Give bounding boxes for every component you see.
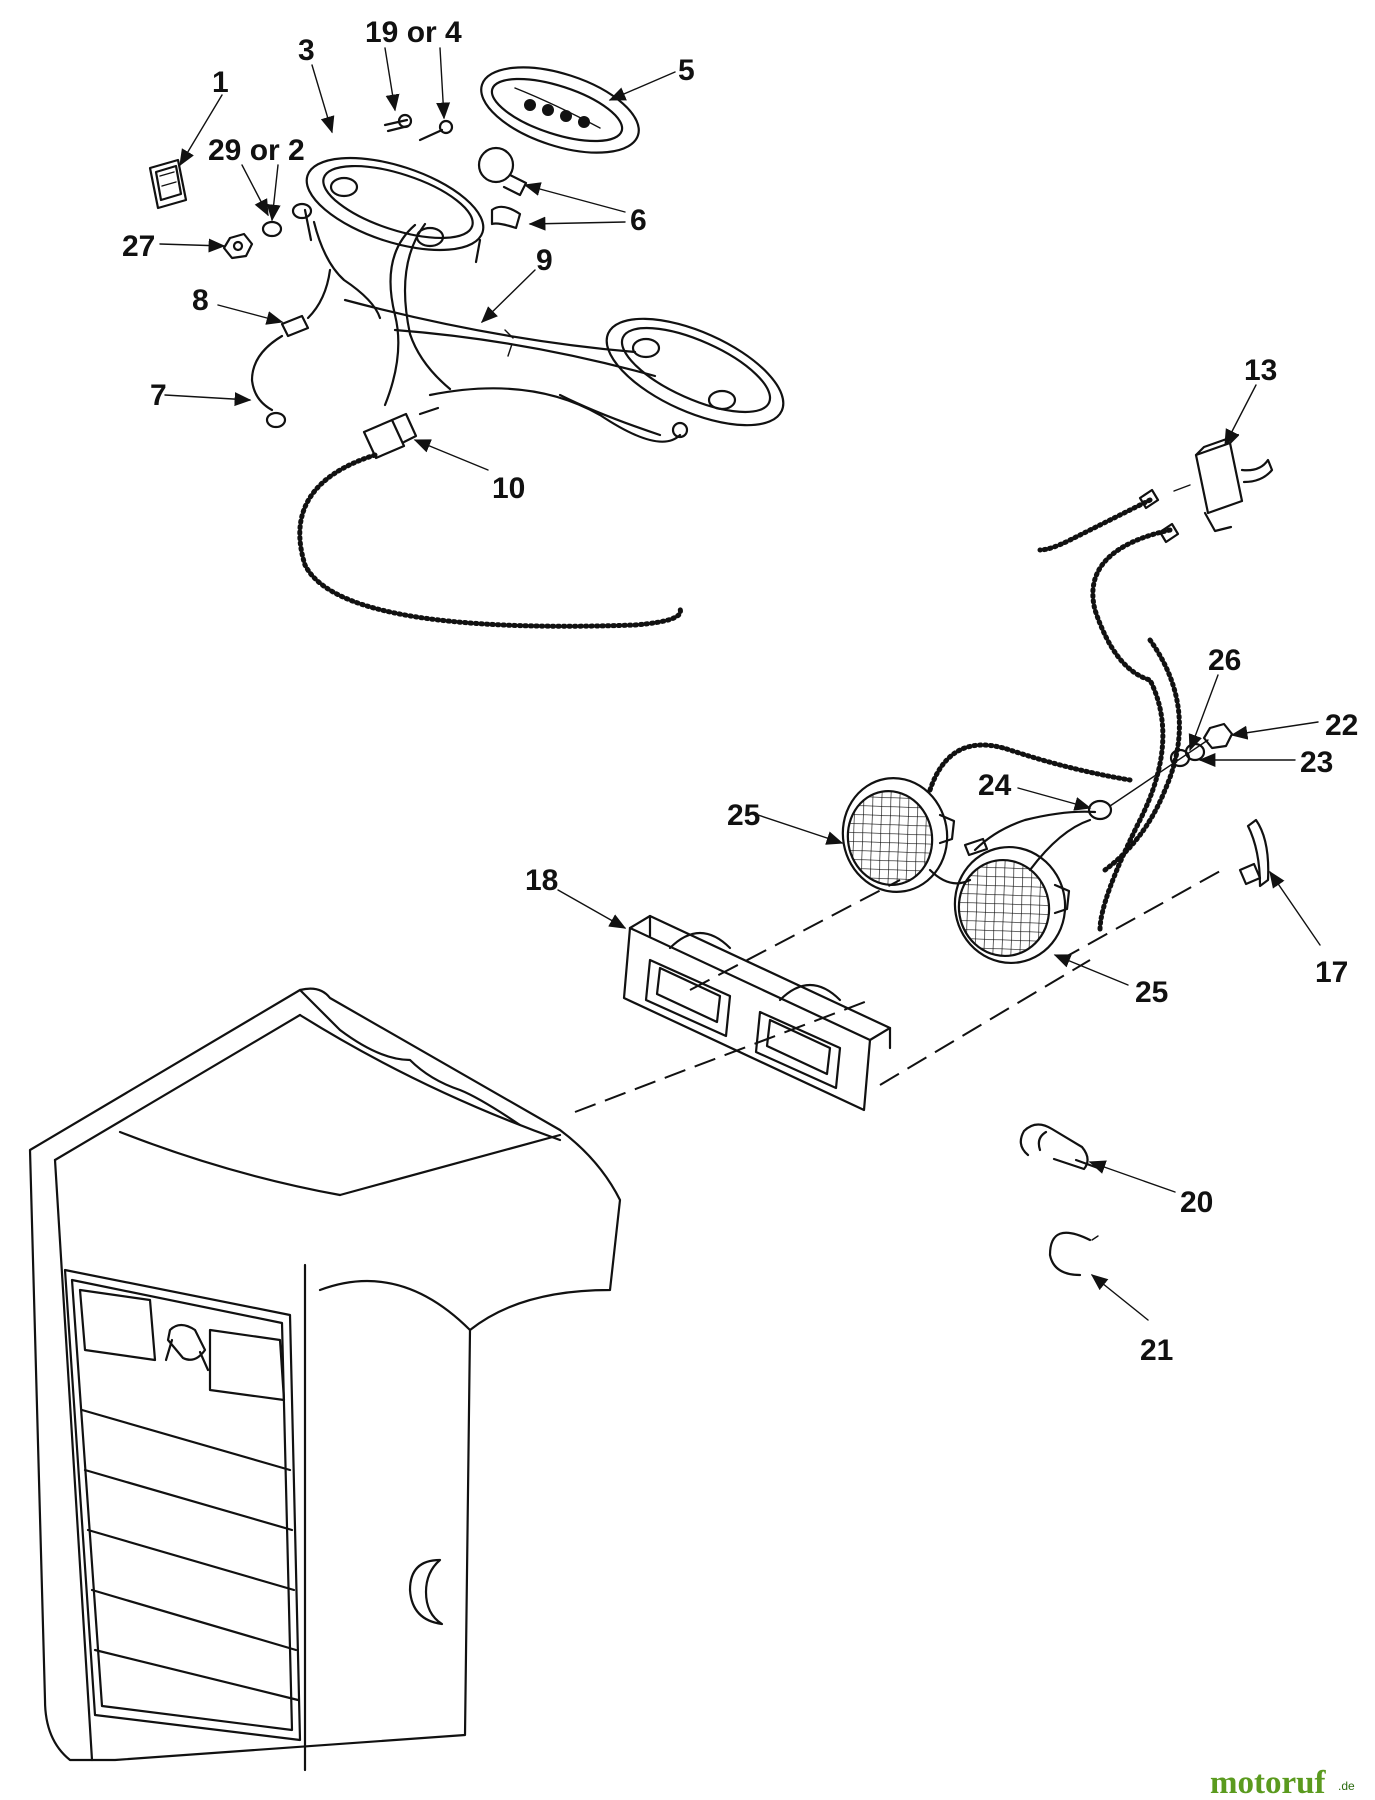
switch-wire-b <box>1090 527 1173 933</box>
assembly-line-1 <box>574 999 871 1113</box>
switch-plugs <box>1138 488 1180 544</box>
callout-24: 24 <box>978 769 1012 802</box>
callout-25-right: 25 <box>1135 976 1168 1009</box>
callout-10: 10 <box>492 472 525 505</box>
switch-wire-c <box>1102 637 1182 873</box>
light-wiring-2 <box>1028 818 1092 872</box>
callout-5: 5 <box>678 54 695 87</box>
taillight-assembly <box>148 66 785 629</box>
assembly-line-2 <box>879 959 1091 1086</box>
callout-22: 22 <box>1325 709 1358 742</box>
callout-29-or-2: 29 or 2 <box>208 134 305 167</box>
work-light-right-part-25 <box>953 845 1071 965</box>
callout-18: 18 <box>525 864 558 897</box>
callout-20: 20 <box>1180 1186 1213 1219</box>
watermark-suffix: .de <box>1338 1779 1355 1793</box>
nuts-part-27-29 <box>222 202 313 260</box>
light-wiring <box>973 810 1097 852</box>
wiring-harness-part-9 <box>306 220 682 443</box>
callout-7: 7 <box>150 379 167 412</box>
callout-13: 13 <box>1244 354 1277 387</box>
callout-8: 8 <box>192 284 209 317</box>
callout-19-or-4: 19 or 4 <box>365 16 462 49</box>
callout-6: 6 <box>630 204 647 237</box>
callout-27: 27 <box>122 230 155 263</box>
callout-labels: 1 29 or 2 3 19 or 4 5 6 27 8 9 7 10 13 2… <box>122 16 1358 1367</box>
callout-21: 21 <box>1140 1334 1173 1367</box>
light-wiring-dotted <box>927 742 1133 793</box>
callout-26: 26 <box>1208 644 1241 677</box>
switch-part-13 <box>1173 433 1274 533</box>
callout-3: 3 <box>298 34 315 67</box>
callout-17: 17 <box>1315 956 1348 989</box>
clip-part-1 <box>148 158 188 210</box>
bulbs-part-6 <box>477 146 528 230</box>
connector-part-10 <box>362 406 440 460</box>
lens-part-5 <box>480 66 640 154</box>
housing-part-3 <box>303 156 485 264</box>
watermark-text: motoruf <box>1210 1765 1326 1800</box>
grille <box>63 1268 302 1742</box>
screws-part-19-4 <box>383 113 454 142</box>
leader-arrows <box>159 47 1321 1321</box>
clip-part-17 <box>1238 818 1270 888</box>
ground-wire-part-7 <box>250 334 287 429</box>
assembly-line-3 <box>689 879 901 991</box>
callout-9: 9 <box>536 244 553 277</box>
tractor-hood <box>28 987 622 1772</box>
clamp-part-20 <box>1019 1123 1100 1171</box>
ring-part-21 <box>1048 1231 1099 1277</box>
assembly-line-4 <box>1059 869 1223 961</box>
light-connector <box>963 837 989 857</box>
callout-25-left: 25 <box>727 799 760 832</box>
bracket-part-18 <box>622 914 892 1112</box>
work-light-left-part-25 <box>841 777 972 893</box>
extension-cable <box>297 452 683 629</box>
callout-1: 1 <box>212 66 229 99</box>
connector-part-8 <box>280 314 310 338</box>
taillight-right <box>605 317 785 439</box>
switch-wire-a <box>1037 497 1153 553</box>
callout-23: 23 <box>1300 746 1333 779</box>
watermark-logo: motoruf .de <box>1210 1765 1355 1800</box>
